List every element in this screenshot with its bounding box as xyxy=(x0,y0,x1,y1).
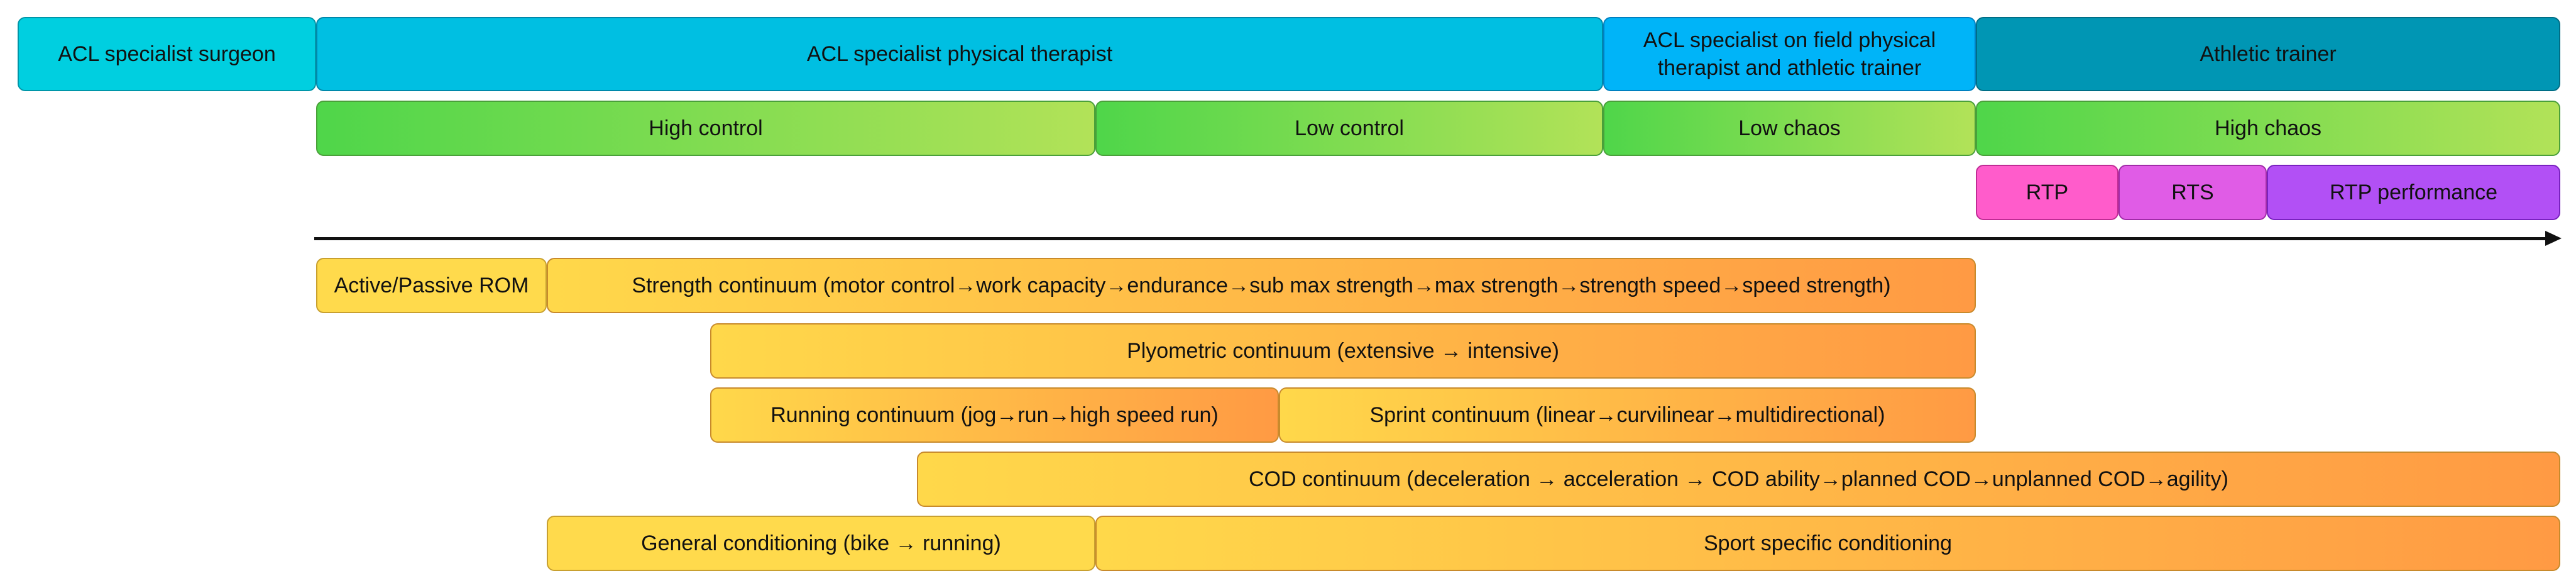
milestone-rts-label: RTS xyxy=(2171,180,2214,204)
continuum-sport-conditioning: Sport specific conditioning xyxy=(1095,516,2560,571)
role-athletic-trainer-label: Athletic trainer xyxy=(2200,42,2337,66)
phase-low-control-label: Low control xyxy=(1295,116,1404,140)
role-surgeon: ACL specialist surgeon xyxy=(18,17,316,91)
role-surgeon-label: ACL specialist surgeon xyxy=(58,42,276,66)
phase-low-chaos-label: Low chaos xyxy=(1738,116,1841,140)
milestone-rtp-performance-label: RTP performance xyxy=(2329,180,2498,204)
phase-low-chaos: Low chaos xyxy=(1603,101,1976,156)
continuum-rom-label: Active/Passive ROM xyxy=(334,273,529,297)
continuum-plyometric-label: Plyometric continuum (extensive → intens… xyxy=(1127,338,1559,363)
milestone-rts: RTS xyxy=(2118,165,2267,220)
continuum-plyometric: Plyometric continuum (extensive → intens… xyxy=(710,323,1976,379)
continuum-general-conditioning-label: General conditioning (bike → running) xyxy=(641,531,1001,555)
role-physical-therapist-label: ACL specialist physical therapist xyxy=(806,42,1113,66)
milestone-rtp: RTP xyxy=(1976,165,2118,220)
milestone-rtp-performance: RTP performance xyxy=(2267,165,2560,220)
role-physical-therapist: ACL specialist physical therapist xyxy=(316,17,1603,91)
timeline-arrow-head-icon xyxy=(2545,231,2562,246)
phase-high-chaos-label: High chaos xyxy=(2214,116,2322,140)
continuum-strength: Strength continuum (motor control→work c… xyxy=(547,258,1976,313)
continuum-cod-label: COD continuum (deceleration → accelerati… xyxy=(1248,467,2228,491)
continuum-running: Running continuum (jog→run→high speed ru… xyxy=(710,387,1279,443)
milestone-rtp-label: RTP xyxy=(2025,180,2069,204)
continuum-cod: COD continuum (deceleration → accelerati… xyxy=(917,452,2560,507)
continuum-rom: Active/Passive ROM xyxy=(316,258,547,313)
role-field-therapist-label: ACL specialist on field physical therapi… xyxy=(1643,28,1936,80)
continuum-running-label: Running continuum (jog→run→high speed ru… xyxy=(770,402,1219,427)
continuum-general-conditioning: General conditioning (bike → running) xyxy=(547,516,1095,571)
role-field-therapist: ACL specialist on field physical therapi… xyxy=(1603,17,1976,91)
phase-high-control-label: High control xyxy=(649,116,763,140)
continuum-sprint-label: Sprint continuum (linear→curvilinear→mul… xyxy=(1369,402,1885,427)
phase-high-chaos: High chaos xyxy=(1976,101,2560,156)
role-athletic-trainer: Athletic trainer xyxy=(1976,17,2560,91)
phase-high-control: High control xyxy=(316,101,1095,156)
continuum-strength-label: Strength continuum (motor control→work c… xyxy=(632,273,1891,297)
continuum-sprint: Sprint continuum (linear→curvilinear→mul… xyxy=(1279,387,1976,443)
continuum-sport-conditioning-label: Sport specific conditioning xyxy=(1703,531,1952,555)
phase-low-control: Low control xyxy=(1095,101,1603,156)
timeline-arrow-line xyxy=(314,237,2548,240)
